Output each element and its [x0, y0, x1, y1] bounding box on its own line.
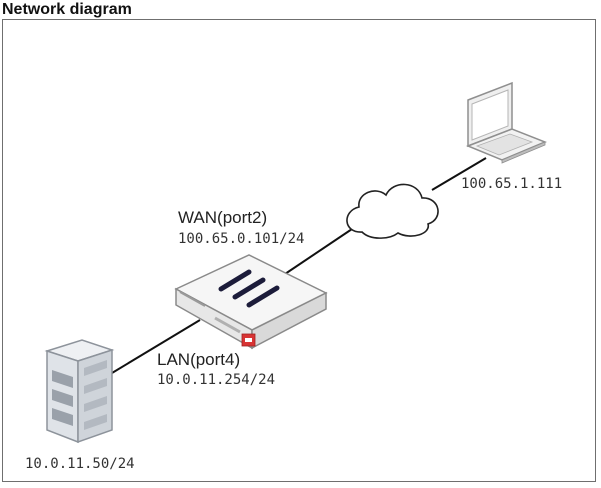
diagram-frame	[2, 19, 596, 482]
lan-interface-label: LAN(port4)	[157, 350, 240, 369]
lan-ip-label: 10.0.11.254/24	[157, 372, 275, 388]
internet-cloud-icon	[346, 183, 439, 239]
firewall-device-icon	[174, 254, 328, 350]
wan-interface-label: WAN(port2)	[178, 208, 267, 227]
link-firewall-cloud	[284, 224, 359, 275]
laptop-ip-label: 100.65.1.111	[461, 176, 562, 192]
link-cloud-laptop	[431, 157, 487, 191]
link-server-firewall	[111, 319, 201, 374]
laptop-icon	[465, 81, 547, 164]
server-ip-label: 10.0.11.50/24	[25, 456, 135, 472]
wan-ip-label: 100.65.0.101/24	[178, 231, 304, 247]
server-icon	[44, 339, 115, 444]
diagram-title: Network diagram	[2, 1, 132, 18]
